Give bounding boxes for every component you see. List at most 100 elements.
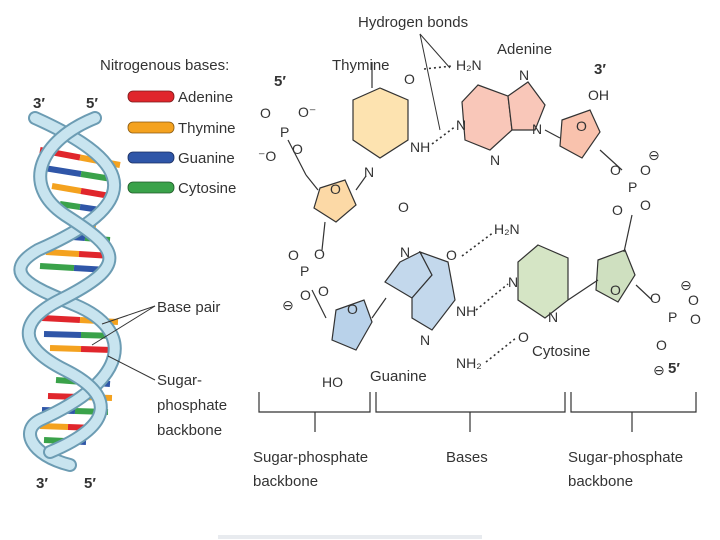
legend-label-adenine: Adenine	[178, 89, 233, 106]
sugar-top-right	[559, 109, 601, 159]
guanine-nh: NH	[456, 303, 476, 319]
backbone-bonds	[287, 139, 653, 319]
thymine-label: Thymine	[332, 57, 390, 74]
bracket-right: Sugar-phosphate backbone	[568, 392, 697, 490]
svg-text:P: P	[668, 309, 677, 325]
double-helix: 3′ 5′ 3′ 5′ Base pair Sugar- phosphate b…	[13, 95, 227, 492]
thymine-swatch	[127, 121, 175, 134]
svg-text:⊖: ⊖	[680, 277, 692, 293]
chemical-structure: Hydrogen bonds Thymine Adenine Guanine C…	[258, 14, 701, 390]
helix-bottom-left-end: 3′	[36, 475, 48, 492]
adenine-n3: N	[490, 152, 500, 168]
sugar-top-right-oh: OH	[588, 87, 609, 103]
bracket-right-line-2: backbone	[568, 473, 633, 490]
base-rung-half	[43, 165, 82, 177]
bracket-left-line-1: Sugar-phosphate	[253, 449, 368, 466]
adenine-n1: N	[456, 117, 466, 133]
adenine-ring-6	[461, 84, 513, 151]
svg-text:O: O	[300, 287, 311, 303]
hbond-pointer-2	[419, 33, 451, 69]
hydrogen-bond-lines	[423, 65, 517, 363]
backbone-pointer	[107, 355, 156, 381]
bracket-left: Sugar-phosphate backbone	[253, 392, 371, 490]
base-rung-half	[80, 346, 113, 353]
legend: Nitrogenous bases: Adenine Thymine Guani…	[100, 57, 236, 197]
phosphate-middle-right: O P O ⊖ O O	[610, 147, 660, 218]
legend-item-thymine: Thymine	[127, 120, 236, 137]
svg-text:O: O	[314, 246, 325, 262]
sugar-top-left-o: O	[330, 181, 341, 197]
helix-top-left-end: 3′	[33, 95, 45, 112]
cytosine-h2n: H₂N	[494, 221, 520, 237]
phosphate-bottom-right: O P O ⊖ O O ⊖	[650, 277, 701, 378]
helix-strand-b-fill	[23, 113, 115, 457]
sugar-bottom-left	[331, 299, 373, 351]
svg-text:O: O	[640, 197, 651, 213]
sugar-bottom-left-o: O	[347, 301, 358, 317]
cytosine-label: Cytosine	[532, 343, 590, 360]
svg-text:O: O	[690, 311, 701, 327]
base-rung-half	[45, 249, 80, 257]
bracket-middle-label: Bases	[446, 449, 488, 466]
thymine-o-bottom: O	[398, 199, 409, 215]
hydrogen-bonds-label: Hydrogen bonds	[358, 14, 468, 31]
base-rung-half	[43, 331, 82, 338]
adenine-ring-5	[507, 81, 546, 131]
svg-text:O: O	[260, 105, 271, 121]
backbone-label-line-1: Sugar-	[157, 372, 202, 389]
bracket-middle: Bases	[375, 392, 566, 466]
sugar-top-right-o: O	[576, 118, 587, 134]
svg-text:P: P	[628, 179, 637, 195]
bracket-left-line-2: backbone	[253, 473, 318, 490]
sugar-top-left	[313, 179, 357, 223]
svg-text:O: O	[640, 162, 651, 178]
bracket-right-line-1: Sugar-phosphate	[568, 449, 683, 466]
backbone-label-line-3: backbone	[157, 422, 222, 439]
helix-bottom-right-end: 5′	[84, 475, 96, 492]
guanine-o: O	[446, 247, 457, 263]
legend-item-guanine: Guanine	[127, 150, 235, 167]
svg-text:⊖: ⊖	[282, 297, 294, 313]
sugar-bottom-right-o: O	[610, 282, 621, 298]
legend-item-cytosine: Cytosine	[127, 180, 236, 197]
svg-text:P: P	[280, 124, 289, 140]
svg-text:⊖: ⊖	[653, 362, 665, 378]
base-rung-half	[59, 201, 81, 210]
left-strand-5prime: 5′	[274, 73, 286, 90]
helix-top-right-end: 5′	[86, 95, 98, 112]
guanine-n3: N	[420, 332, 430, 348]
phosphate-top-left: O P O⁻ ⁻O O	[258, 104, 316, 164]
sugar-bottom-right	[595, 249, 636, 303]
thymine-ring	[352, 87, 409, 159]
hbond-pointer-1	[419, 33, 441, 131]
svg-text:O: O	[288, 247, 299, 263]
guanine-nh2: NH₂	[456, 355, 482, 371]
cytosine-n3: N	[508, 274, 518, 290]
guanine-n7: N	[400, 244, 410, 260]
backbone-label-line-2: phosphate	[157, 397, 227, 414]
svg-text:O⁻: O⁻	[298, 104, 316, 120]
thymine-o-top: O	[404, 71, 415, 87]
svg-text:⁻O: ⁻O	[258, 148, 276, 164]
svg-text:O: O	[656, 337, 667, 353]
thymine-nh: NH	[410, 139, 430, 155]
base-pair-label: Base pair	[157, 299, 220, 316]
cytosine-o: O	[518, 329, 529, 345]
adenine-n7: N	[519, 67, 529, 83]
guanine-label: Guanine	[370, 368, 427, 385]
cytosine-ring	[517, 244, 569, 319]
legend-item-adenine: Adenine	[127, 89, 233, 106]
base-rung-half	[39, 423, 69, 430]
bottom-scrollbar-track	[218, 535, 482, 539]
base-pair-pointer-1	[101, 305, 156, 325]
right-strand-3prime: 3′	[594, 61, 606, 78]
cytosine-n1: N	[548, 309, 558, 325]
legend-label-thymine: Thymine	[178, 120, 236, 137]
adenine-h2n: H₂N	[456, 57, 482, 73]
svg-text:O: O	[688, 292, 699, 308]
adenine-n9: N	[532, 121, 542, 137]
guanine-swatch	[127, 151, 175, 164]
base-rung-half	[41, 315, 81, 323]
sugar-bottom-left-ho: HO	[322, 374, 343, 390]
